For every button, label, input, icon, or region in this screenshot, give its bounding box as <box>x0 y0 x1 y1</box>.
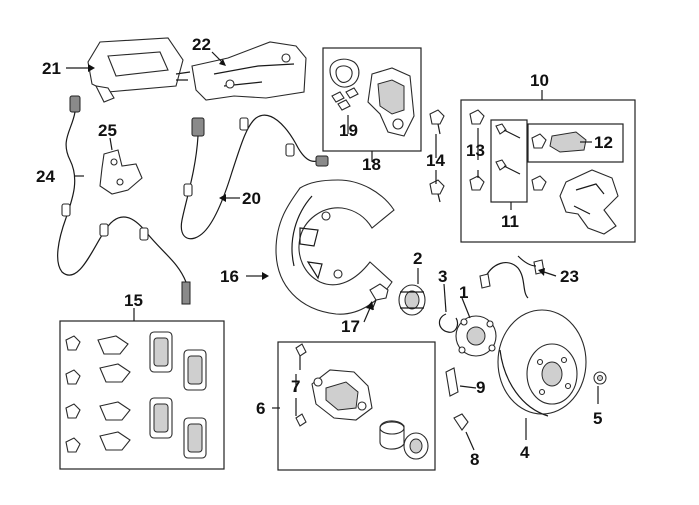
wheel-speed-sensor-right <box>180 114 329 240</box>
box-pad-set <box>59 320 225 470</box>
callout-3: 3 <box>438 267 447 286</box>
module-bracket <box>191 41 307 101</box>
brake-pad-set <box>65 331 207 459</box>
callout-15: 15 <box>124 291 143 310</box>
callout-25: 25 <box>98 121 117 140</box>
callout-6: 6 <box>256 399 265 418</box>
caliper-bracket <box>559 169 619 235</box>
callout-23: 23 <box>560 267 579 286</box>
brake-dust-shield <box>275 179 395 315</box>
callout-1: 1 <box>459 283 468 302</box>
callout-2: 2 <box>413 249 422 268</box>
callout-7: 7 <box>291 377 300 396</box>
callout-12: 12 <box>594 133 613 152</box>
box-caliper-assembly <box>277 341 436 471</box>
rotor-screw <box>593 371 607 385</box>
callout-19: 19 <box>339 121 358 140</box>
box-pad-hardware <box>527 123 624 163</box>
bleeder-screw <box>453 413 469 431</box>
wheel-hub <box>455 315 497 357</box>
pad-clips <box>97 335 131 451</box>
callout-8: 8 <box>470 450 479 469</box>
callout-4: 4 <box>520 443 530 462</box>
hose-bracket <box>445 367 459 397</box>
callout-24: 24 <box>36 167 55 186</box>
brake-control-module <box>87 37 191 103</box>
sensor-clip <box>99 149 143 195</box>
bracket-bolts-hardware <box>495 123 587 191</box>
caliper-assembly-parts <box>295 343 429 460</box>
callout-labels: 1 2 3 4 5 6 7 8 9 10 11 12 13 14 15 16 1… <box>36 35 613 469</box>
callout-18: 18 <box>362 155 381 174</box>
box-caliper-bracket-assembly <box>460 99 636 243</box>
callout-11: 11 <box>501 212 519 231</box>
callout-14: 14 <box>426 151 445 170</box>
box-bracket-bolts <box>490 119 528 203</box>
callout-21: 21 <box>42 59 61 78</box>
callout-13: 13 <box>466 141 485 160</box>
caliper-seal-kit <box>329 58 415 137</box>
callout-10: 10 <box>530 71 549 90</box>
callout-17: 17 <box>341 317 360 336</box>
wheel-bearing <box>398 284 426 316</box>
callout-22: 22 <box>192 35 211 54</box>
caliper-bolts <box>429 109 485 203</box>
callout-9: 9 <box>476 378 485 397</box>
wheel-speed-sensor-left <box>57 95 191 305</box>
callout-20: 20 <box>242 189 261 208</box>
brake-rotor <box>497 309 587 417</box>
snap-ring <box>438 313 459 333</box>
brake-hose <box>479 255 545 299</box>
pad-bolts <box>65 335 81 453</box>
brake-pads <box>149 331 207 459</box>
leader-lines <box>66 51 599 451</box>
callout-5: 5 <box>593 409 602 428</box>
callout-16: 16 <box>220 267 239 286</box>
